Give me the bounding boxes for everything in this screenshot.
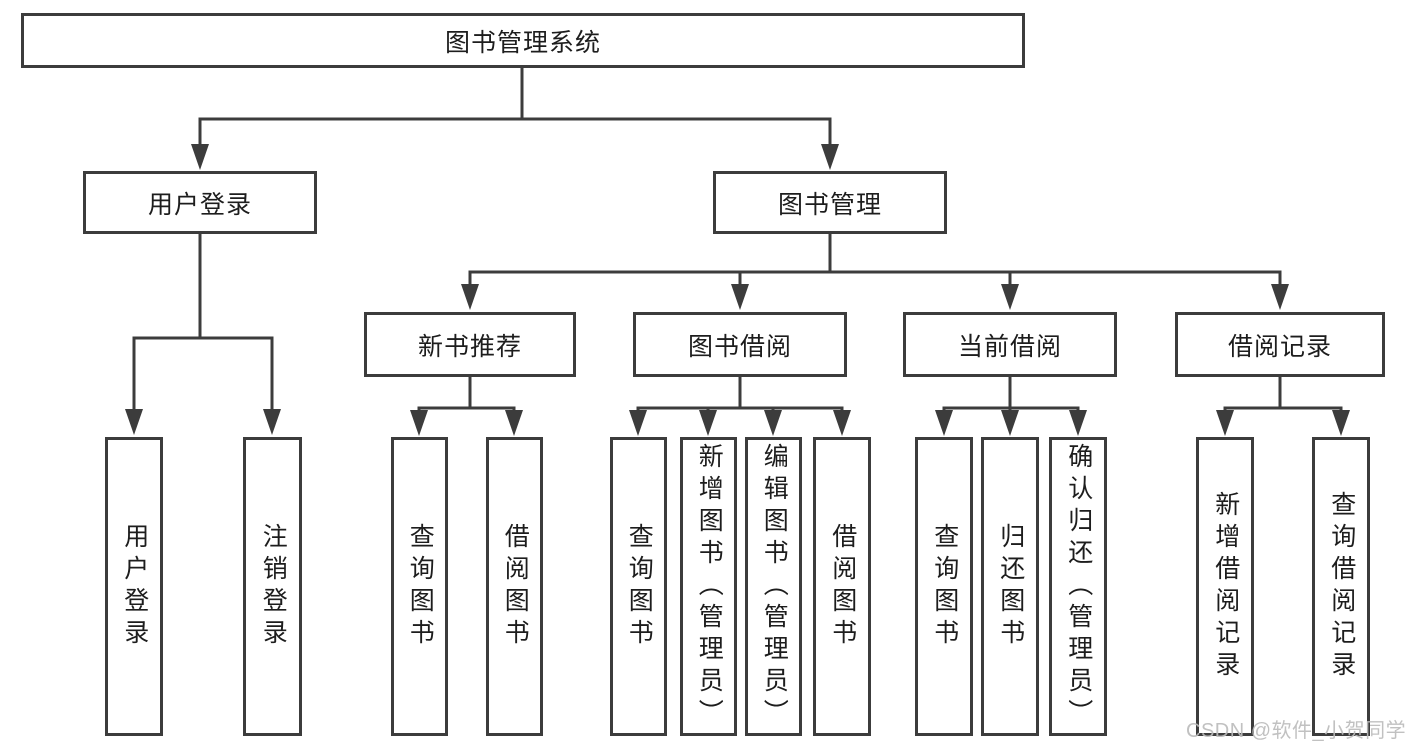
leaf-label: 查询图书 (930, 522, 959, 651)
node-book-management: 图书管理 (713, 171, 947, 234)
node-user-login: 用户登录 (83, 171, 317, 234)
leaf-label: 确认归还（管理员） (1064, 442, 1093, 731)
leaf-records-add-record: 新增借阅记录 (1196, 437, 1254, 736)
node-root-library-system: 图书管理系统 (21, 13, 1025, 68)
node-book-borrow: 图书借阅 (633, 312, 847, 377)
connector-group-book-borrow (636, 377, 844, 413)
node-current-borrow: 当前借阅 (903, 312, 1117, 377)
leaf-newbook-query-book: 查询图书 (391, 437, 448, 736)
leaf-borrow-add-book-admin: 新增图书（管理员） (680, 437, 737, 736)
leaf-label: 查询图书 (625, 522, 654, 651)
leaf-label: 查询图书 (406, 522, 435, 651)
connector-group-root (198, 68, 832, 146)
leaf-label: 新增图书（管理员） (695, 442, 724, 731)
arrowheads (125, 144, 1350, 436)
node-borrow-records: 借阅记录 (1175, 312, 1385, 377)
connector-group-borrow-records (1223, 377, 1343, 413)
connector-group-current-borrow (942, 377, 1080, 413)
leaf-logout: 注销登录 (243, 437, 302, 736)
leaf-current-return-book: 归还图书 (981, 437, 1039, 736)
leaf-label: 借阅图书 (828, 522, 857, 651)
leaf-label: 用户登录 (120, 522, 149, 651)
node-new-book-recommend: 新书推荐 (364, 312, 576, 377)
leaf-borrow-edit-book-admin: 编辑图书（管理员） (745, 437, 802, 736)
leaf-borrow-query-book: 查询图书 (610, 437, 667, 736)
leaf-label: 归还图书 (996, 522, 1025, 651)
leaf-label: 查询借阅记录 (1327, 490, 1356, 683)
connector-group-user-login (132, 233, 274, 411)
leaf-current-confirm-return-admin: 确认归还（管理员） (1049, 437, 1107, 736)
connector-group-book-management (468, 233, 1282, 287)
leaf-borrow-borrow-book: 借阅图书 (813, 437, 871, 736)
leaf-records-query-record: 查询借阅记录 (1312, 437, 1370, 736)
leaf-label: 新增借阅记录 (1211, 490, 1240, 683)
leaf-label: 注销登录 (259, 522, 288, 651)
leaf-label: 借阅图书 (501, 522, 530, 651)
leaf-user-login: 用户登录 (105, 437, 163, 736)
connector-group-new-book (417, 377, 516, 413)
leaf-label: 编辑图书（管理员） (760, 442, 789, 731)
leaf-current-query-book: 查询图书 (915, 437, 973, 736)
csdn-watermark: CSDN @软件_小贺同学 (1186, 720, 1405, 742)
leaf-newbook-borrow-book: 借阅图书 (486, 437, 543, 736)
